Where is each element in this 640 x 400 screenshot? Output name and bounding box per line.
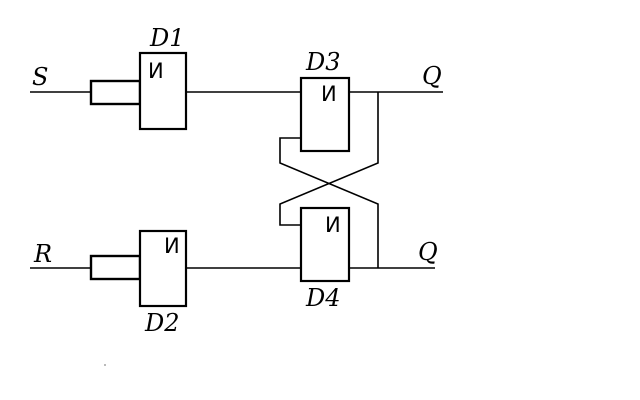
- stray-dot: [104, 364, 106, 366]
- gate-d2: [138, 229, 188, 308]
- output-q-top-label: Q: [422, 62, 442, 90]
- d1-input-stub: [89, 79, 142, 106]
- input-r-label: R: [33, 240, 52, 268]
- gate-d1: [138, 51, 188, 131]
- gate-d3: [299, 76, 351, 153]
- output-q-bottom-label: Q: [418, 238, 438, 266]
- gate-d3-name: D3: [305, 48, 341, 76]
- gate-d4: [299, 206, 351, 283]
- gate-d2-name: D2: [144, 309, 180, 337]
- gate-d4-name: D4: [305, 284, 341, 312]
- gate-d2-symbol: И: [164, 234, 180, 258]
- gate-d1-symbol: И: [148, 59, 164, 83]
- gate-d1-name: D1: [149, 24, 185, 52]
- d2-input-stub: [89, 254, 142, 281]
- input-s-label: S: [32, 63, 48, 91]
- gate-d4-symbol: И: [325, 213, 341, 237]
- feedback-d4-d3-wire: [279, 92, 379, 226]
- feedback-d3-d4-wire: [279, 137, 379, 268]
- gate-d3-symbol: И: [321, 82, 337, 106]
